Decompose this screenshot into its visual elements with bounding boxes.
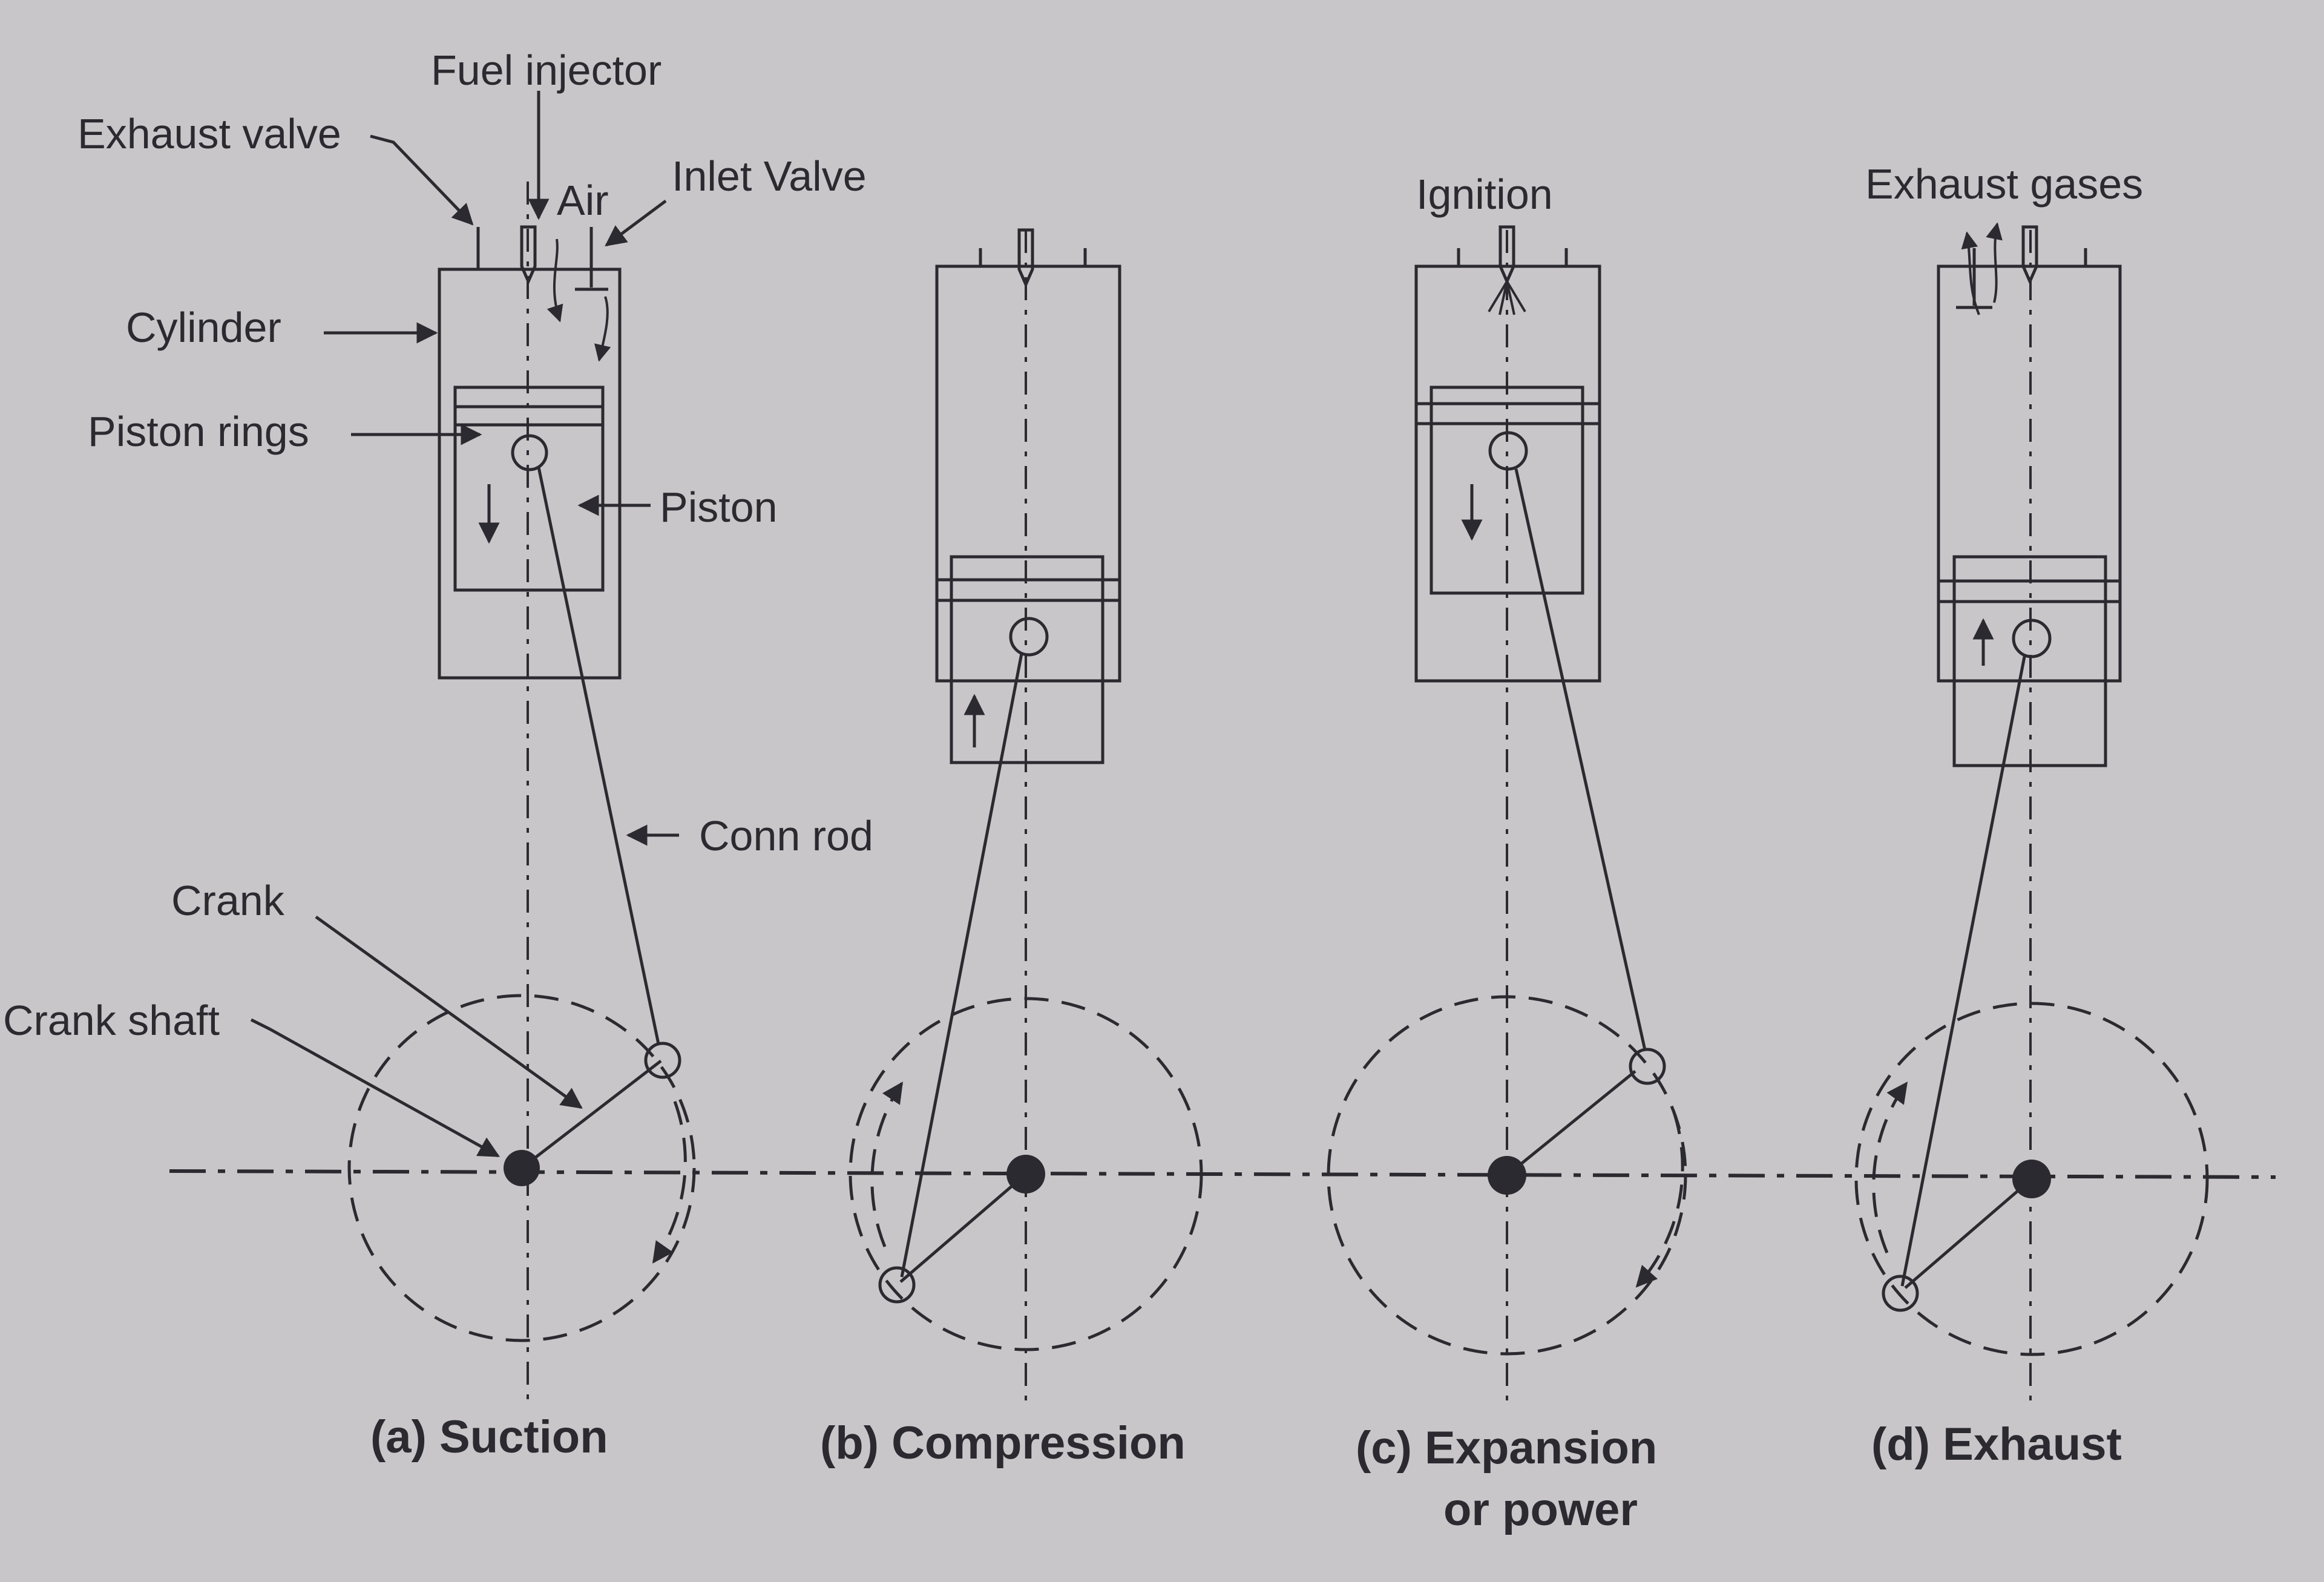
label-exhaust-valve: Exhaust valve xyxy=(77,110,341,157)
air-flow-arrow xyxy=(594,296,611,362)
rotation-arrow xyxy=(1635,1110,1684,1288)
stage-d-exhaust xyxy=(1854,222,2209,1404)
label-conn-rod: Conn rod xyxy=(699,812,873,859)
label-crank-shaft: Crank shaft xyxy=(3,997,220,1044)
label-inlet-valve: Inlet Valve xyxy=(672,153,867,200)
stage-c-expansion xyxy=(1327,225,1687,1404)
inlet-valve xyxy=(2067,248,2104,268)
caption-b: (b) Compression xyxy=(820,1417,1186,1469)
crank-arm xyxy=(1506,1070,1636,1177)
crank-pin xyxy=(878,1266,916,1304)
crank-circle xyxy=(347,994,696,1342)
label-piston: Piston xyxy=(660,484,778,531)
connecting-rod xyxy=(1514,468,1647,1051)
crank-shaft-center xyxy=(504,1150,540,1186)
gudgeon-pin xyxy=(511,434,548,471)
gudgeon-pin xyxy=(1009,617,1049,657)
crank-shaft-center xyxy=(1006,1155,1045,1193)
cylinder-body xyxy=(1937,264,2122,683)
rotation-arrow xyxy=(870,1081,904,1247)
connecting-rod xyxy=(900,653,1023,1278)
crank-pin xyxy=(644,1042,681,1079)
label-cylinder: Cylinder xyxy=(126,304,281,351)
crank-arm xyxy=(520,1060,662,1169)
cylinder-body xyxy=(438,267,622,680)
crank-shaft-leader xyxy=(250,1018,501,1158)
crank-arm xyxy=(899,1173,1027,1283)
caption-c-line1: (c) Expansion xyxy=(1356,1422,1657,1474)
piston xyxy=(1952,555,2107,767)
crank-circle xyxy=(1327,995,1687,1356)
exhaust-gas-arrow xyxy=(1986,222,2003,303)
caption-c-line2: or power xyxy=(1443,1484,1638,1535)
stage-a-suction xyxy=(347,182,696,1404)
caption-a: (a) Suction xyxy=(370,1411,608,1463)
crank-arm xyxy=(1904,1178,2033,1289)
crank-shaft-center xyxy=(2012,1160,2051,1198)
exhaust-valve xyxy=(1440,248,1477,268)
piston xyxy=(1430,386,1584,595)
gudgeon-pin xyxy=(2012,619,2052,658)
ignition-spray xyxy=(1488,280,1526,315)
crank-pin xyxy=(1629,1048,1666,1085)
piston xyxy=(453,386,605,592)
exhaust-valve xyxy=(460,227,496,271)
cylinder-body xyxy=(1414,264,1601,683)
connecting-rod xyxy=(537,467,660,1045)
label-exhaust-gases: Exhaust gases xyxy=(1865,160,2143,208)
fuel-injector xyxy=(1017,228,1034,289)
inlet-valve xyxy=(1067,248,1103,268)
exhaust-gas-arrow xyxy=(1961,231,1980,315)
label-piston-rings: Piston rings xyxy=(88,408,309,455)
label-crank: Crank xyxy=(171,877,285,924)
fuel-injector xyxy=(1498,225,1515,286)
fuel-injector xyxy=(520,225,537,286)
inlet-valve-leader xyxy=(605,199,667,247)
inlet-valve xyxy=(575,227,608,291)
leader-lines xyxy=(250,91,679,1158)
cylinder-body xyxy=(935,264,1121,683)
exhaust-valve xyxy=(962,248,999,268)
crank-shaft-center xyxy=(1488,1156,1526,1195)
piston xyxy=(950,555,1105,764)
rotation-arrow xyxy=(652,1101,687,1264)
crank-circle xyxy=(849,997,1203,1351)
crank-circle xyxy=(1854,1002,2209,1356)
stage-b-compression xyxy=(849,228,1203,1404)
connecting-rod xyxy=(1900,656,2026,1287)
exhaust-valve-leader xyxy=(370,134,474,226)
crank-leader xyxy=(315,915,583,1109)
label-fuel-injector: Fuel injector xyxy=(431,47,661,94)
caption-d: (d) Exhaust xyxy=(1871,1419,2122,1470)
rotation-arrow xyxy=(1872,1081,1908,1253)
label-ignition: Ignition xyxy=(1416,171,1553,218)
label-air: Air xyxy=(557,177,609,224)
air-flow-arrow xyxy=(547,238,563,323)
crankshaft-axis-line xyxy=(169,1169,2276,1179)
crank-pin xyxy=(1882,1275,1919,1312)
fuel-injector xyxy=(2021,225,2038,286)
gudgeon-pin xyxy=(1488,431,1528,471)
inlet-valve xyxy=(1548,248,1584,268)
